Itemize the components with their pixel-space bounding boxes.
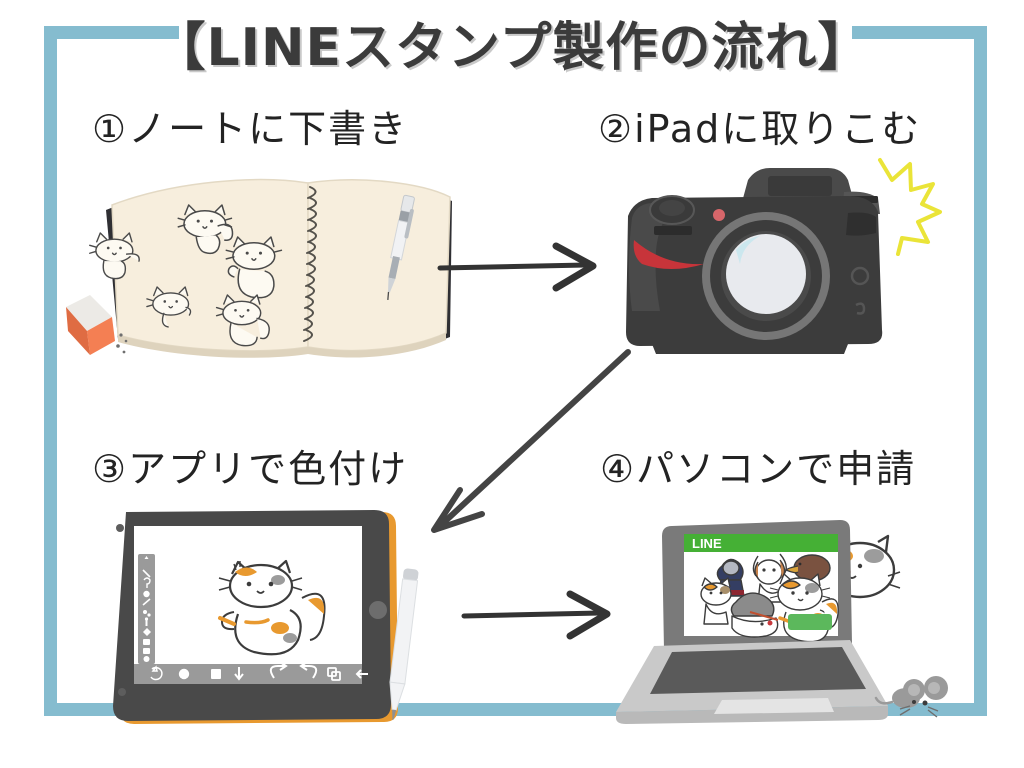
mouse-illustration xyxy=(874,676,948,718)
line-header-label: LINE xyxy=(692,536,722,551)
tablet-illustration xyxy=(108,498,453,728)
flash-burst-icon xyxy=(878,158,942,256)
tablet-left-toolbar-icons xyxy=(142,556,151,662)
notebook-illustration xyxy=(60,165,460,380)
step-4-label: ④パソコンで申請 xyxy=(600,447,917,491)
arrow-step3-to-step4 xyxy=(461,586,632,644)
submit-button xyxy=(788,614,832,630)
step-2-label: ②iPadに取りこむ xyxy=(598,107,922,151)
canvas-cat-drawing xyxy=(218,559,326,656)
eraser-icon xyxy=(66,295,115,355)
arrow-step1-to-step2 xyxy=(437,238,618,298)
arrow-step2-to-step3 xyxy=(404,330,664,550)
frame-left-segment xyxy=(44,26,57,716)
line-header-bar xyxy=(684,534,838,552)
step-1-label: ①ノートに下書き xyxy=(92,107,409,151)
camera-illustration xyxy=(618,158,978,373)
tablet-left-toolbar xyxy=(138,554,155,664)
frame-top-right-segment xyxy=(852,26,987,39)
page-title: 【LINEスタンプ製作の流れ】 xyxy=(153,18,871,78)
laptop-illustration: LINE xyxy=(600,500,1000,725)
mechanical-pencil-icon xyxy=(387,194,415,300)
tablet-bottom-toolbar-icons xyxy=(150,661,368,681)
sticker-grid xyxy=(700,553,839,643)
stylus-pen-icon xyxy=(389,568,419,720)
frame-right-segment xyxy=(974,26,987,716)
frame-top-left-segment xyxy=(44,26,179,39)
step-3-label: ③アプリで色付け xyxy=(92,447,409,491)
